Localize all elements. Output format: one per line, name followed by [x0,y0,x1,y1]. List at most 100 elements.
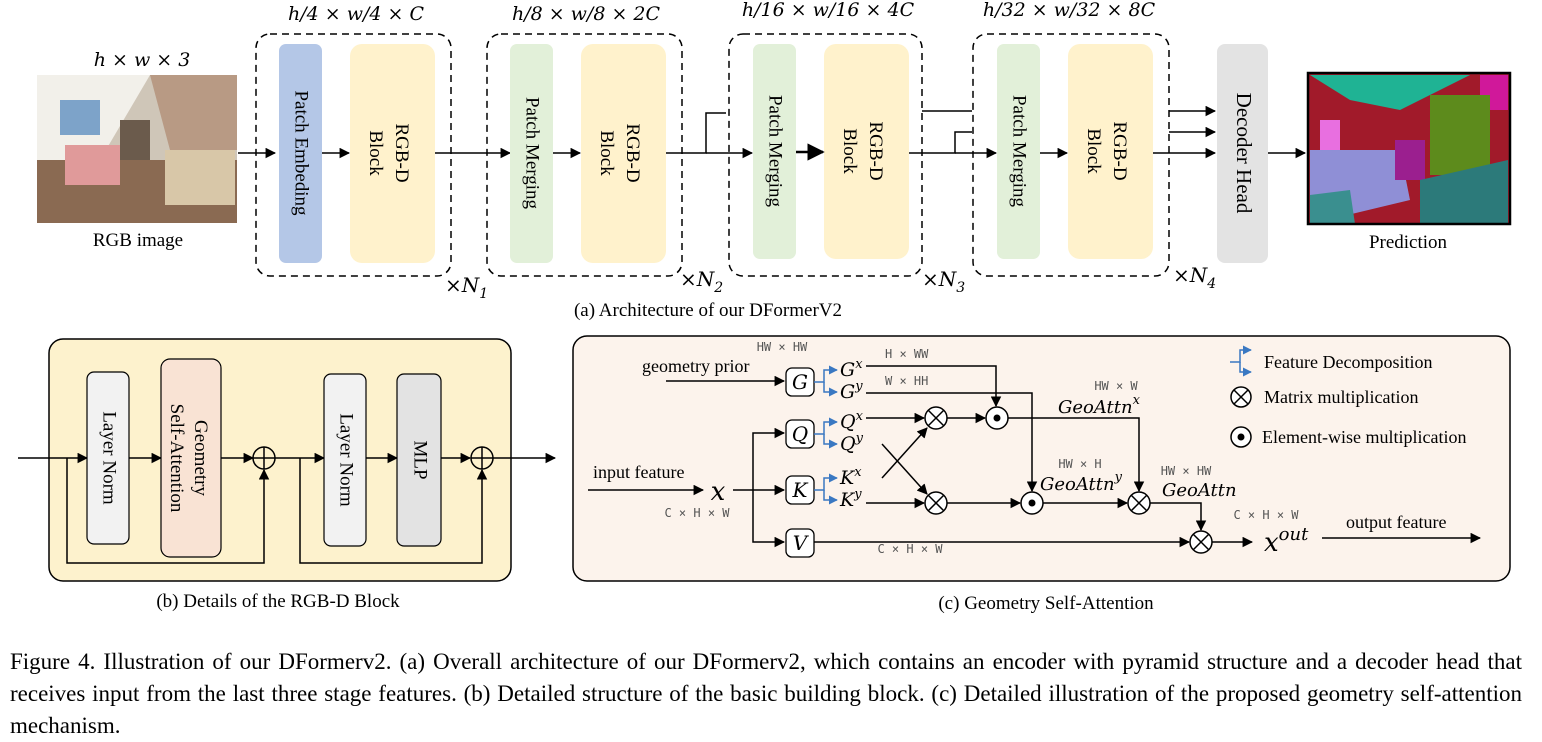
input-label: RGB image [93,230,183,251]
output-feature-label: output feature [1346,512,1446,532]
figure-caption: Figure 4. Illustration of our DFormerv2.… [10,649,1522,738]
g-dims: HW × HW [757,340,808,354]
geo-x-dims: HW × W [1094,379,1138,393]
rgbd-block-2-label: RGB-DBlock [596,123,643,182]
elementwise-y-icon [1020,491,1044,515]
rgbd-block-4-label: RGB-DBlock [1083,121,1130,180]
layer-norm-1-label: Layer Norm [99,411,120,505]
rgbd-block-2 [581,44,666,263]
skip-connection-2 [299,458,488,564]
rgbd-block-1 [350,44,435,263]
rgbd-line-2: Block [365,130,386,176]
input-dims: h × w × 3 [94,49,191,71]
rgbd-block-3-label: RGB-DBlock [839,121,886,180]
stage-2-repeat: ×N2 [680,267,723,296]
mlp-block [396,373,442,547]
v-node-label: V [793,531,810,555]
patch-merging-block-2 [510,44,553,263]
branch-line [909,131,972,154]
stage-1: h/4 × w/4 × C Patch Embeding RGB-DBlock … [255,3,488,302]
stage-3-dims: h/16 × w/16 × 4C [742,0,915,21]
legend-matmul-label: Matrix multiplication [1264,387,1418,407]
stage-3-repeat: ×N3 [922,267,965,296]
architecture-figure: h × w × 3 RGB image h/4 × w/4 × C Patch … [18,0,1512,614]
stage-3-frame [728,33,923,277]
patch-embedding-block [279,44,322,263]
patch-merging-block-4 [997,44,1040,259]
decomposition-k [814,473,838,505]
panel-a: h × w × 3 RGB image h/4 × w/4 × C Patch … [37,0,1512,321]
stage-3: h/16 × w/16 × 4C Patch Merging RGB-DBloc… [728,0,965,296]
panel-b-caption: (b) Details of the RGB-D Block [156,591,400,612]
stage-1-repeat: ×N1 [445,273,488,302]
k-node-label: K [792,478,809,502]
rgbd-block-4 [1068,44,1153,259]
stage-4: h/32 × w/32 × 8C Patch Merging RGB-DBloc… [972,0,1216,292]
input-feature-label: input feature [593,462,684,482]
arrow [881,427,928,479]
branch-line [666,112,726,154]
x-symbol: x [711,477,726,507]
skip-connection-1 [66,458,270,564]
matmul-x-icon [924,406,948,430]
geometry-self-attention-label: GeometrySelf-Attention [166,404,211,513]
mlp-label: MLP [410,440,431,479]
patch-merging-label-3: Patch Merging [765,95,786,208]
g-node-label: G [792,370,808,394]
prediction-image [1306,71,1512,226]
decomposition-legend-icon [1230,345,1252,377]
stage-1-frame [255,33,452,277]
geometry-prior-label: geometry prior [642,356,749,376]
geo-dims: HW × HW [1161,464,1212,478]
panel-c-frame [572,335,1511,582]
stage-1-dims: h/4 × w/4 × C [288,3,424,25]
arrow [752,490,786,548]
decoder-head-block [1217,44,1268,263]
rgbd-block-1-label: RGB-DBlock [365,123,412,182]
rgbd-line-1: RGB-D [391,123,412,182]
rgb-image [37,75,237,223]
matmul-y-icon [924,491,948,515]
prediction-label: Prediction [1369,232,1448,253]
panel-c: geometry prior HW × HW G input feature x… [572,335,1511,614]
stage-4-dims: h/32 × w/32 × 8C [983,0,1156,21]
arrow [1150,502,1207,532]
x-out-dims: C × H × W [1233,508,1299,522]
panel-c-caption: (c) Geometry Self-Attention [938,593,1154,614]
x-out-symbol: xout [1264,524,1309,558]
q-node-label: Q [792,422,808,446]
stage-2-frame [486,33,683,277]
patch-merging-block-3 [753,44,796,259]
gx-dims: H × WW [885,347,929,361]
geo-y-label: GeoAttny [1040,470,1123,495]
gy-dims: W × HH [885,374,928,388]
arrow [866,392,1038,493]
decomposition-q [814,417,838,449]
x-dims: C × H × W [664,506,730,520]
stage-2: h/8 × w/8 × 2C Patch Merging RGB-DBlock … [486,3,723,296]
decoder-head-label: Decoder Head [1232,93,1256,214]
panel-a-caption: (a) Architecture of our DFormerV2 [574,300,842,321]
matmul-legend-icon [1230,386,1252,408]
geo-y-dims: HW × H [1058,457,1101,471]
v-node [785,528,815,558]
patch-merging-label-2: Patch Merging [522,97,543,210]
rgbd-block-3 [824,44,909,259]
stage-4-frame [972,33,1170,277]
geo-x-label: GeoAttnx [1058,393,1141,418]
arrow [1008,417,1145,493]
elementwise-legend-icon [1230,426,1252,448]
matmul-out-icon [1189,530,1213,554]
arrow [881,443,928,495]
stage-4-repeat: ×N4 [1173,263,1216,292]
patch-merging-label-4: Patch Merging [1009,95,1030,208]
panel-b: Layer Norm GeometrySelf-Attention Layer … [18,338,557,612]
stage-2-dims: h/8 × w/8 × 2C [512,3,661,25]
geo-label: GeoAttn [1162,480,1237,501]
matmul-geo-icon [1127,491,1151,515]
decomposition-g [814,365,838,397]
legend-decomposition-label: Feature Decomposition [1264,352,1432,372]
legend-elementwise-label: Element-wise multiplication [1262,427,1466,447]
layer-norm-2 [323,373,367,547]
v-dims: C × H × W [877,542,943,556]
